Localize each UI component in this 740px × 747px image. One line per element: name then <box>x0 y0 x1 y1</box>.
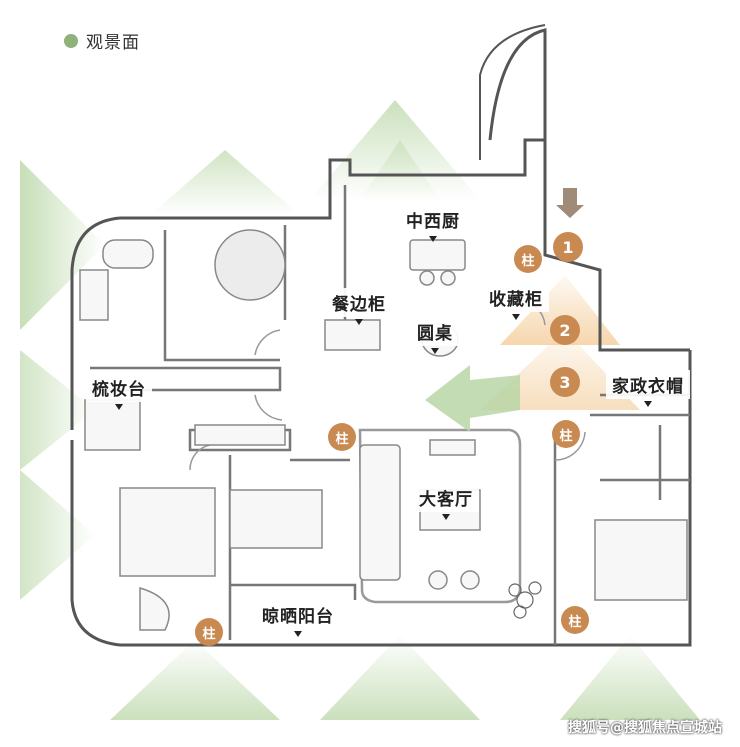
plant-icon <box>508 581 542 619</box>
view-cone-bottom-center <box>320 635 480 720</box>
pillar-marker: 柱 <box>328 423 356 451</box>
pointer-triangle <box>512 314 520 320</box>
pointer-triangle <box>355 319 363 325</box>
view-cone-left-low <box>20 470 95 600</box>
pillar-marker: 柱 <box>195 618 223 646</box>
outer-walls <box>70 24 692 647</box>
room-living-text: 大客厅 <box>413 483 479 512</box>
pointer-triangle <box>115 404 123 410</box>
pointer-triangle <box>429 236 437 242</box>
legend: 观景面 <box>64 28 140 53</box>
room-label-housekeeping: 家政衣帽 <box>606 370 690 407</box>
pillar-marker: 柱 <box>561 606 589 634</box>
view-cone-top-center <box>360 140 440 200</box>
room-label-sideboard: 餐边柜 <box>326 288 392 325</box>
room-dresser-text: 梳妆台 <box>86 373 152 402</box>
room-label-storage: 收藏柜 <box>483 283 549 320</box>
room-sideboard-text: 餐边柜 <box>326 288 392 317</box>
view-marker-2: 2 <box>550 315 580 345</box>
room-label-balcony: 晾晒阳台 <box>256 600 340 637</box>
arrow-left-icon <box>425 365 520 432</box>
pointer-triangle <box>431 348 439 354</box>
room-storage-text: 收藏柜 <box>483 283 549 312</box>
view-marker-3: 3 <box>550 367 580 397</box>
view-cone-bottom-left <box>110 640 280 720</box>
view-cone-left-mid <box>20 350 95 470</box>
pillar-marker: 柱 <box>514 245 542 273</box>
entrance-arrow-icon <box>556 188 584 218</box>
pointer-triangle <box>442 514 450 520</box>
view-cone-top-left <box>150 150 300 215</box>
pillar-marker: 柱 <box>552 420 580 448</box>
room-label-living: 大客厅 <box>413 483 479 520</box>
room-housekeeping-text: 家政衣帽 <box>606 370 690 399</box>
room-label-kitchen: 中西厨 <box>400 205 466 242</box>
legend-dot <box>64 33 78 48</box>
room-round-table-text: 圆桌 <box>411 317 459 346</box>
room-label-round-table: 圆桌 <box>411 317 459 354</box>
view-marker-1: 1 <box>553 232 583 262</box>
watermark: 搜狐号@搜狐焦点宣城站 <box>568 720 722 736</box>
room-balcony-text: 晾晒阳台 <box>256 600 340 629</box>
pointer-triangle <box>644 401 652 407</box>
view-cone-bottom-right <box>560 635 700 720</box>
room-kitchen-text: 中西厨 <box>400 205 466 234</box>
room-label-dresser: 梳妆台 <box>86 373 152 410</box>
pointer-triangle <box>294 631 302 637</box>
legend-label: 观景面 <box>86 33 140 53</box>
view-cone-left-top <box>20 160 105 330</box>
door-arcs <box>189 299 586 471</box>
